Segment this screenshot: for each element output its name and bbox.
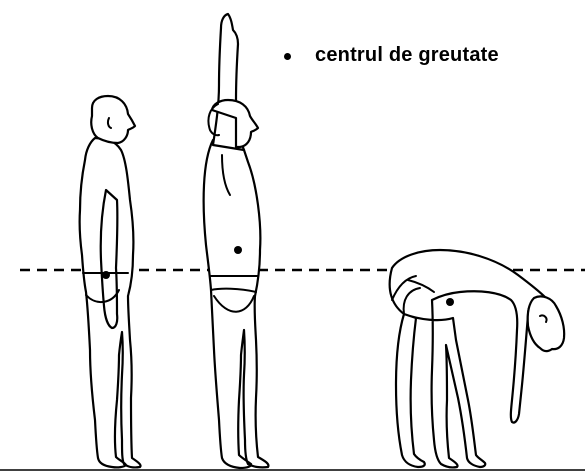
figure-standing-arm-raised — [204, 14, 269, 468]
figure-1-head — [91, 96, 135, 143]
figure-1-arm — [101, 190, 118, 328]
figure-standing-arms-down — [80, 96, 141, 467]
figure-bending-forward — [390, 250, 565, 467]
figure-2-center-of-gravity — [234, 246, 242, 254]
figure-2-body-outline — [204, 140, 269, 468]
figure-1-center-of-gravity — [102, 271, 110, 279]
figure-3-head — [528, 296, 565, 351]
figure-3-center-of-gravity — [446, 298, 454, 306]
